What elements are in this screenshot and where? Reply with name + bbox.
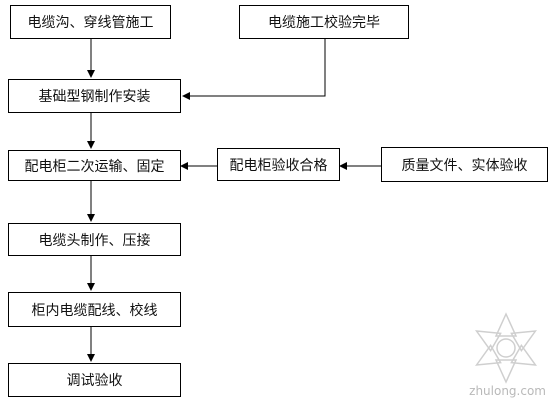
zhulong-logo-icon bbox=[474, 312, 538, 384]
step-quality-docs: 质量文件、实体验收 bbox=[381, 147, 548, 182]
arrow-cabletest-to-base bbox=[182, 39, 326, 100]
step-cable-trench: 电缆沟、穿线管施工 bbox=[10, 5, 171, 39]
step-debug: 调试验收 bbox=[8, 363, 181, 397]
watermark-text: zhulong.com bbox=[469, 384, 546, 398]
step-base-steel: 基础型钢制作安装 bbox=[8, 79, 181, 113]
step-wiring: 柜内电缆配线、校线 bbox=[8, 292, 181, 327]
step-cable-head: 电缆头制作、压接 bbox=[8, 223, 181, 256]
step-cable-test: 电缆施工校验完毕 bbox=[239, 5, 409, 39]
step-cabinet-transport: 配电柜二次运输、固定 bbox=[8, 150, 181, 181]
step-cabinet-acceptance: 配电柜验收合格 bbox=[217, 148, 340, 181]
